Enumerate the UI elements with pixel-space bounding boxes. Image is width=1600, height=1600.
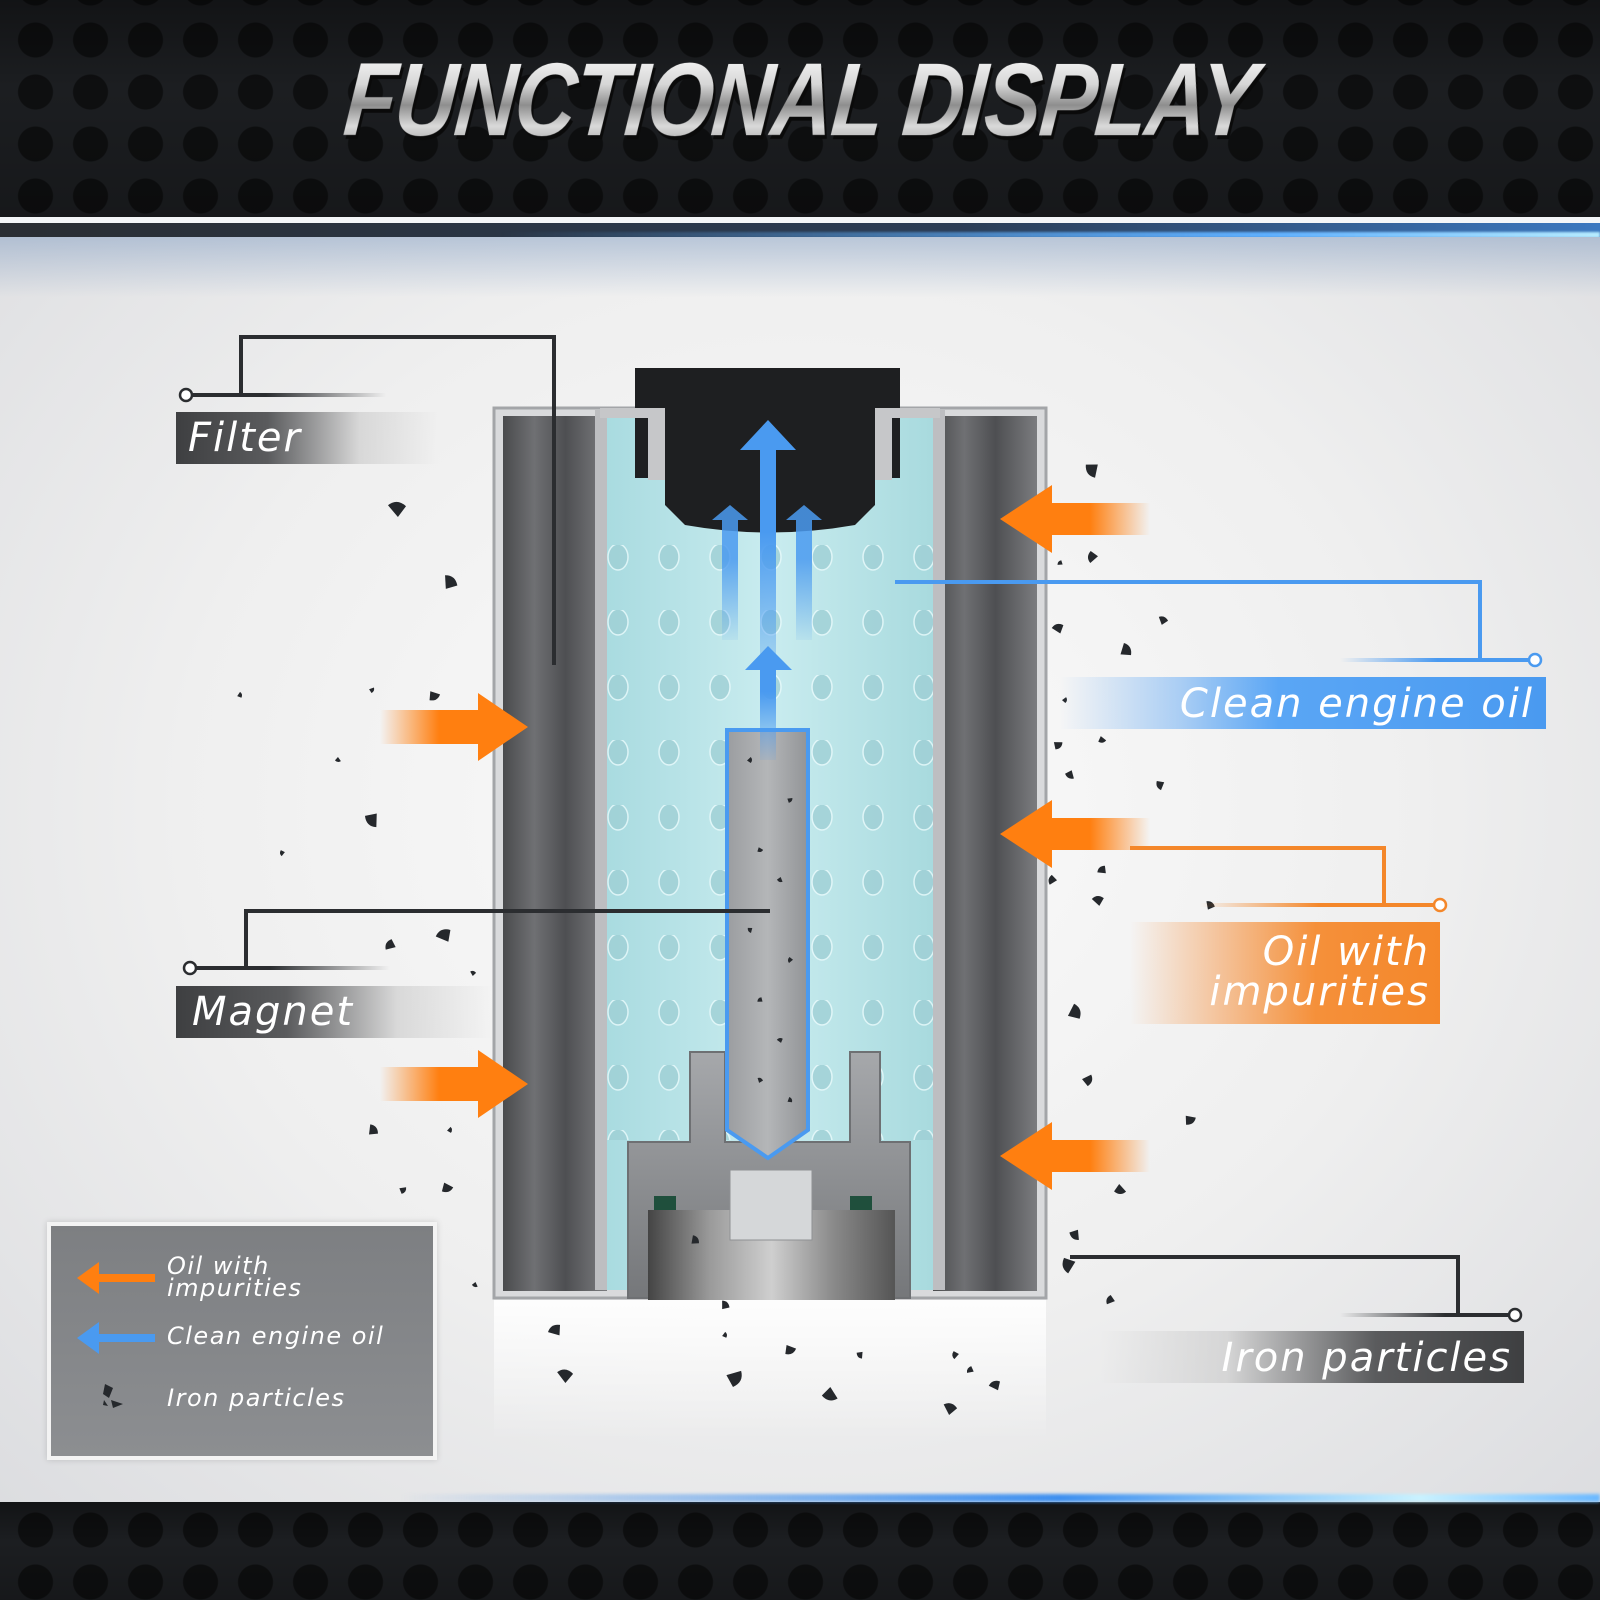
iron-particle [1051, 623, 1064, 634]
iron-particle [1087, 551, 1098, 564]
footer-glow [400, 1494, 1600, 1502]
iron-particle [435, 929, 451, 942]
iron-particle [441, 1182, 454, 1193]
iron-particle [691, 1235, 699, 1244]
callout-filter-text: Filter [188, 415, 302, 461]
iron-particle [279, 850, 285, 857]
iron-particle [1069, 1229, 1079, 1240]
iron-particle [548, 1324, 561, 1336]
iron-particle [471, 1282, 478, 1288]
iron-particle [1065, 770, 1074, 779]
iron-particle [757, 847, 764, 853]
header-band [0, 0, 1600, 218]
magnet-leader-line [182, 909, 770, 976]
legend-box: Oil with impurities Clean engine oil Iro… [47, 1222, 437, 1460]
dirty-oil-inflow-arrows-right [1000, 485, 1150, 1190]
iron-particle [399, 1187, 407, 1194]
iron-particle [1062, 1257, 1076, 1274]
iron-particle [369, 687, 375, 694]
iron-particle [1185, 1115, 1196, 1125]
legend-dirty-oil-line2: impurities [167, 1274, 303, 1302]
iron-particle [1097, 865, 1106, 874]
legend-iron-particles-label: Iron particles [167, 1384, 346, 1412]
filter-leader-line [178, 335, 556, 665]
iron-particle [334, 756, 341, 763]
iron-particle [1053, 742, 1063, 750]
iron-particle [1048, 874, 1058, 885]
callout-clean-oil: Clean engine oil [1060, 677, 1546, 729]
iron-particle [1098, 736, 1107, 743]
iron-particle [385, 939, 396, 950]
iron-particle [1082, 1074, 1093, 1087]
iron-particle [757, 997, 763, 1002]
iron-particle [557, 1369, 574, 1384]
iron-particle [747, 756, 753, 763]
iron-particle [966, 1366, 974, 1373]
iron-particle [785, 1345, 797, 1355]
header-divider [0, 217, 1600, 223]
callout-iron-particles-text: Iron particles [1221, 1335, 1512, 1381]
iron-particle [757, 1077, 763, 1083]
iron-particle [747, 927, 753, 933]
header-glow [500, 232, 1600, 238]
iron-particle [776, 1037, 783, 1043]
iron-particle [388, 501, 406, 517]
iron-particle [1091, 895, 1104, 906]
callout-magnet: Magnet [176, 986, 492, 1038]
iron-particle [1085, 464, 1098, 478]
footer-band [0, 1502, 1600, 1600]
blue-arrow-left-icon [77, 1322, 155, 1354]
iron-particle [722, 1300, 730, 1310]
iron-particle [787, 956, 794, 963]
iron-particle [447, 1126, 453, 1133]
callout-clean-oil-text: Clean engine oil [1179, 681, 1534, 727]
panel-shade [0, 237, 1600, 297]
iron-particle [726, 1370, 742, 1387]
iron-particle [988, 1380, 1000, 1391]
dirty-oil-leader-line [1130, 846, 1448, 913]
iron-particle [1114, 1184, 1127, 1195]
clean-oil-leader-line [895, 580, 1543, 668]
floor-reflection [494, 1300, 1046, 1440]
dirty-oil-inflow-arrows-left [380, 693, 528, 1118]
iron-particle [1106, 1294, 1115, 1305]
callout-iron-particles: Iron particles [1100, 1331, 1524, 1383]
iron-leader-line [1070, 1255, 1523, 1323]
iron-particle [445, 575, 458, 589]
iron-particle [364, 813, 377, 828]
callout-magnet-text: Magnet [192, 989, 355, 1035]
iron-particle [429, 691, 441, 701]
iron-particle [787, 1096, 793, 1103]
iron-particle [787, 798, 793, 803]
iron-particle [237, 691, 243, 698]
iron-particle [776, 877, 783, 883]
iron-particle [1158, 616, 1169, 625]
callout-dirty-oil-line1: Oil with [1262, 929, 1430, 975]
iron-particle [470, 970, 477, 977]
callout-dirty-oil-line2: impurities [1209, 969, 1430, 1015]
base-plate [627, 1051, 911, 1300]
iron-particle [722, 1331, 728, 1338]
iron-particles-icon [103, 1384, 123, 1408]
o-ring-right [850, 1196, 872, 1210]
iron-particle [943, 1403, 958, 1415]
iron-particle [1057, 560, 1063, 565]
callout-dirty-oil: Oil with impurities [1130, 922, 1440, 1024]
iron-particle [369, 1124, 378, 1135]
iron-particle [821, 1386, 838, 1401]
magnet-rod [725, 728, 810, 1161]
clean-oil-flow-arrows [712, 420, 822, 760]
iron-particle [952, 1351, 959, 1360]
iron-particles [237, 464, 1215, 1415]
iron-particle [1067, 1003, 1081, 1019]
callout-filter: Filter [176, 412, 438, 464]
iron-particle [856, 1351, 863, 1359]
legend-dirty-oil-line1: Oil with [167, 1252, 270, 1280]
orange-arrow-left-icon [77, 1262, 155, 1294]
iron-particle [1156, 781, 1165, 791]
iron-particle [1120, 642, 1132, 656]
o-ring-left [654, 1196, 676, 1210]
legend-clean-oil-label: Clean engine oil [167, 1322, 385, 1350]
